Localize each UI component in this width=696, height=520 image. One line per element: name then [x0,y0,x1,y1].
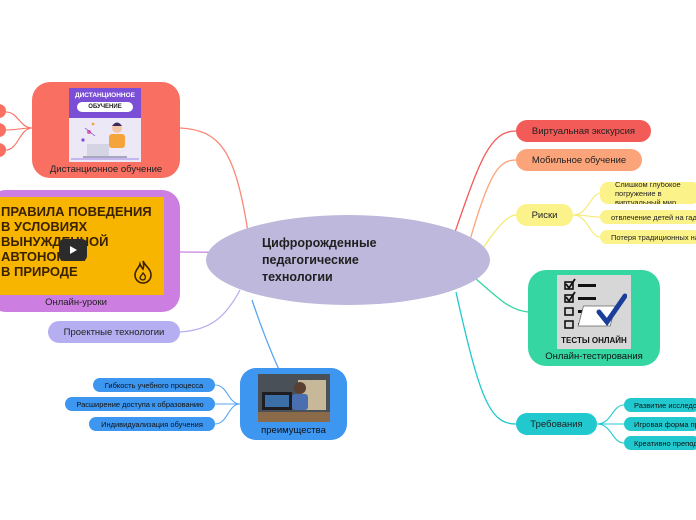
mobile-learning-node[interactable]: Мобильное обучение [516,149,642,171]
central-node-shape [206,215,490,305]
advantage-item[interactable]: Расширение доступа к образованию [65,397,215,411]
distance-subtopic-stub[interactable] [0,123,6,137]
video-thumbnail[interactable]: ПРАВИЛА ПОВЕДЕНИЯ В УСЛОВИЯХ ВЫНУЖДЕННОЙ… [0,197,164,295]
advantages-label: преимущества [261,425,326,436]
requirements-node[interactable]: Требования [516,413,597,435]
central-topic[interactable]: Цифророжденные педагогические технологии [262,236,377,284]
distance-subtopic-stub[interactable] [0,143,6,157]
video-line: В ПРИРОДЕ [1,264,78,279]
risks-node[interactable]: Риски [516,204,573,226]
risk-item[interactable]: Слишком глубокое погружение в виртуальны… [600,182,696,204]
thumb-badge: ОБУЧЕНИЕ [77,102,133,112]
child-computer-image [258,374,330,422]
play-icon [70,246,77,254]
distance-learning-label: Дистанционное обучение [49,164,163,175]
video-line: В УСЛОВИЯХ [1,219,88,234]
virtual-excursion-node[interactable]: Виртуальная экскурсия [516,120,651,142]
online-testing-label: Онлайн-тестирования [545,351,643,362]
tests-online-image-text: ТЕСТЫ ОНЛАЙН [561,336,627,345]
advantage-item[interactable]: Гибкость учебного процесса [93,378,215,392]
project-technologies-node[interactable]: Проектные технологии [48,321,180,343]
fire-icon [134,260,152,284]
video-line: ВЫНУЖДЕННОЙ [1,234,109,249]
requirement-item[interactable]: Игровая форма представления [624,417,696,431]
risk-item-text: Слишком глубокое погружение в виртуальны… [615,182,681,204]
advantage-item[interactable]: Индивидуализация обучения [89,417,215,431]
requirement-item[interactable]: Креативно преподносить материал [624,436,696,450]
advantages-node[interactable]: преимущества [240,368,347,440]
distance-learning-image: ДИСТАНЦИОННОЕ ОБУЧЕНИЕ [69,88,141,162]
risk-item[interactable]: отвлечение детей на гаджеты [600,210,696,224]
online-testing-node[interactable]: ТЕСТЫ ОНЛАЙН Онлайн-тестирования [528,270,660,366]
student-laptop-illustration [71,122,139,160]
online-lessons-node[interactable]: ПРАВИЛА ПОВЕДЕНИЯ В УСЛОВИЯХ ВЫНУЖДЕННОЙ… [0,190,180,312]
video-line: ПРАВИЛА ПОВЕДЕНИЯ [1,204,152,219]
risk-item[interactable]: Потеря традиционных навыков [600,230,696,244]
online-lessons-label: Онлайн-уроки [45,297,107,308]
play-button[interactable] [59,239,87,261]
requirement-item[interactable]: Развитие исследовательских навыков [624,398,696,412]
thumb-title: ДИСТАНЦИОННОЕ [74,92,136,99]
checklist-icon [564,278,627,329]
distance-subtopic-stub[interactable] [0,104,6,118]
tests-online-image: ТЕСТЫ ОНЛАЙН [557,275,631,349]
distance-learning-node[interactable]: ДИСТАНЦИОННОЕ ОБУЧЕНИЕ Дистанционное обу… [32,82,180,178]
